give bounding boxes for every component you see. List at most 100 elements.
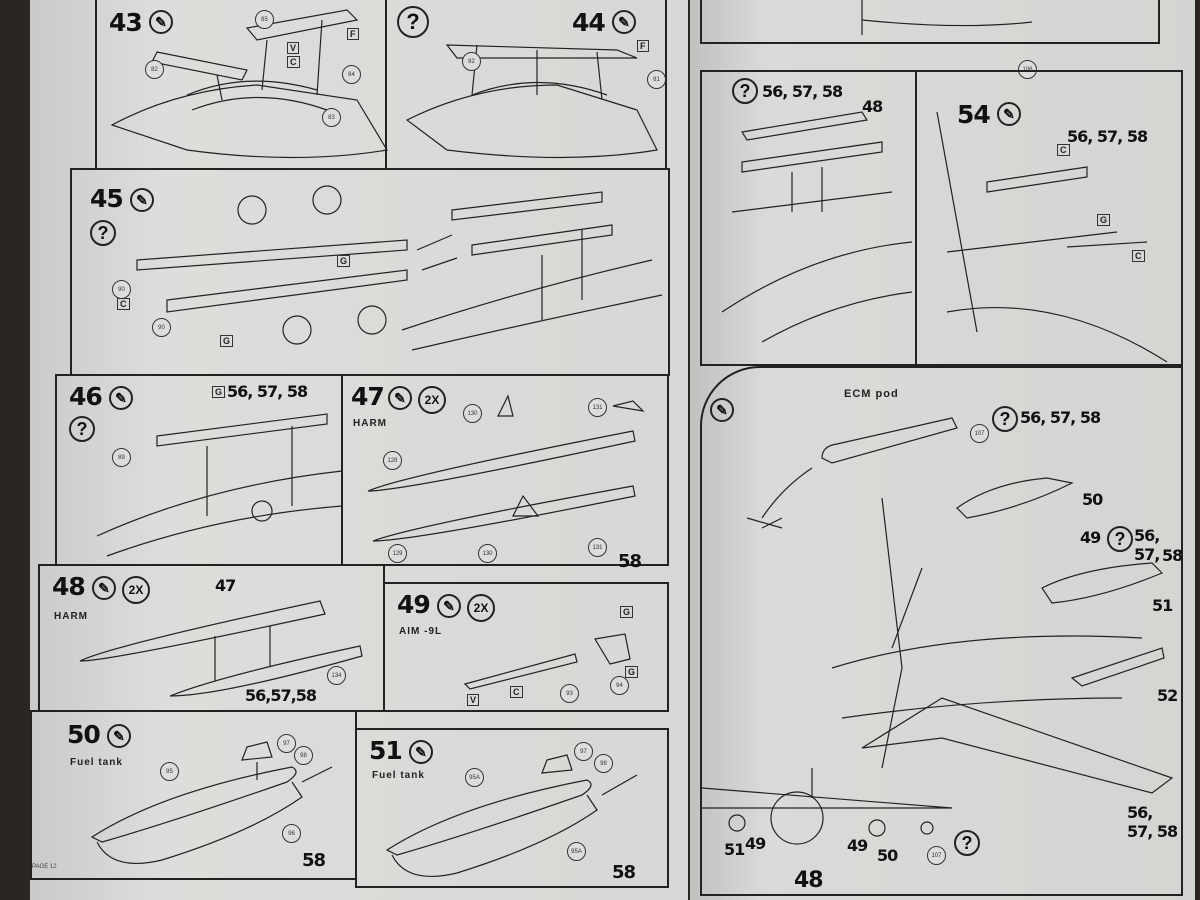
step-number: 46: [69, 382, 103, 411]
callout-number: 48: [862, 97, 883, 116]
decal-tag: G: [212, 386, 226, 398]
question-icon: ?: [397, 6, 429, 38]
callout-number: 48: [794, 868, 824, 893]
reference-steps: 56, 57, 58: [227, 382, 308, 401]
glue-icon: ✎: [149, 10, 173, 34]
callout-number: 50: [877, 846, 898, 865]
part-number: 81: [647, 70, 666, 89]
glue-icon: ✎: [612, 10, 636, 34]
part-number: 85: [255, 10, 274, 29]
part-number: 128: [383, 451, 402, 470]
step-54-panel: 54 ✎ 56, 57, 58 C G C: [915, 70, 1183, 366]
decal-tag: V: [287, 42, 300, 54]
step-55-panel: ✎ ECM pod ? 56, 57, 58 107 50 49 ? 56, 5…: [700, 366, 1183, 896]
reference-steps: 56, 57, 58: [762, 82, 843, 101]
part-number: 84: [342, 65, 361, 84]
weapon-label: HARM: [54, 611, 88, 622]
multiplier-badge: 2X: [122, 576, 150, 604]
part-number: 134: [327, 666, 346, 685]
step-43-panel: 43 ✎ 85 82 84 83 V C F ?: [95, 0, 429, 170]
pylon-rails-drawing: [136, 185, 663, 351]
step-45-panel: 45 ✎ ? 90 90 G C G: [70, 168, 670, 376]
aircraft-underside-drawing: [701, 417, 1174, 845]
part-number: 130: [478, 544, 497, 563]
callout-number: 50: [1082, 490, 1103, 509]
step-48-panel: 48 ✎ 2X HARM 47 134 56,57,58: [38, 564, 385, 712]
decal-tag: G: [337, 255, 351, 267]
callout-number: 49: [745, 834, 766, 853]
question-icon: ?: [1107, 526, 1133, 552]
part-number: 98: [594, 754, 613, 773]
step-51-panel: 51 ✎ Fuel tank 95A 97 98 95A 58: [355, 728, 669, 888]
part-number: 131: [588, 538, 607, 557]
decal-tag: C: [287, 56, 300, 68]
reference-steps: 58: [302, 850, 326, 871]
part-number: 95A: [567, 842, 586, 861]
top-partial-panel: 106: [700, 0, 1160, 79]
part-number: 82: [145, 60, 164, 79]
aim9-drawing: [463, 633, 631, 690]
glue-icon: ✎: [710, 398, 734, 422]
step-number: 45: [90, 184, 124, 213]
decal-tag: G: [625, 666, 639, 678]
page-number: PAGE 12: [32, 864, 57, 870]
question-icon: ?: [954, 830, 980, 856]
question-icon: ?: [992, 406, 1018, 432]
callout-number: 47: [215, 576, 236, 595]
cockpit-canopy-drawing: [405, 44, 658, 159]
glue-icon: ✎: [107, 724, 131, 748]
step-number: 51: [369, 736, 403, 765]
harm-missile-drawing: [367, 394, 645, 542]
step-number: 43: [109, 8, 143, 37]
cockpit-canopy-drawing: [110, 9, 388, 159]
right-page: 106 ? 56, 57, 58 48 54 ✎ 56, 57, 58 C G …: [690, 0, 1195, 900]
step-number: 50: [67, 720, 101, 749]
part-number: 107: [970, 424, 989, 443]
part-number: 97: [277, 734, 296, 753]
decal-tag: C: [510, 686, 523, 698]
step-number: 54: [957, 100, 991, 129]
harm-on-pylon-drawing: [79, 600, 363, 697]
callout-number: 49: [847, 836, 868, 855]
fuel-tank-drawing: [90, 741, 333, 864]
part-number: 93: [560, 684, 579, 703]
decal-tag: G: [620, 606, 634, 618]
part-number: 90: [112, 280, 131, 299]
weapon-label: AIM -9L: [399, 626, 443, 637]
question-icon: ?: [732, 78, 758, 104]
part-number: 82: [462, 52, 481, 71]
decal-tag: C: [1132, 250, 1145, 262]
reference-steps: 58: [1162, 546, 1183, 565]
glue-icon: ✎: [409, 740, 433, 764]
left-page: 43 ✎ 85 82 84 83 V C F ? 44 ✎ 82 81 F 45…: [30, 0, 688, 900]
callout-number: 51: [1152, 596, 1173, 615]
reference-steps: 58: [618, 551, 642, 572]
part-number: 96: [282, 824, 301, 843]
step-number: 48: [52, 572, 86, 601]
step-44-panel: 44 ✎ 82 81 F: [385, 0, 667, 170]
weapon-label: HARM: [353, 418, 387, 429]
glue-icon: ✎: [109, 386, 133, 410]
callout-number: 51: [724, 840, 745, 859]
part-number: 94: [610, 676, 629, 695]
part-number: 95A: [465, 768, 484, 787]
glue-icon: ✎: [437, 594, 461, 618]
decal-tag: C: [117, 298, 130, 310]
glue-icon: ✎: [130, 188, 154, 212]
fuel-tank-drawing: [385, 754, 638, 877]
multiplier-badge: 2X: [467, 594, 495, 622]
part-number: 129: [388, 544, 407, 563]
reference-steps: 56, 57,: [1134, 526, 1160, 564]
question-icon: ?: [90, 220, 116, 246]
multiplier-badge: 2X: [418, 386, 446, 414]
weapon-label: Fuel tank: [372, 770, 425, 781]
part-number: 90: [152, 318, 171, 337]
decal-tag: F: [347, 28, 359, 40]
glue-icon: ✎: [92, 576, 116, 600]
wing-pylons-drawing: [936, 111, 1168, 363]
decal-tag: C: [1057, 144, 1070, 156]
part-number: 130: [463, 404, 482, 423]
step-46-panel: 46 ✎ ? 56, 57, 58 89 G: [55, 374, 343, 566]
reference-steps: 56, 57, 58: [1067, 127, 1148, 146]
part-number: 89: [112, 448, 131, 467]
